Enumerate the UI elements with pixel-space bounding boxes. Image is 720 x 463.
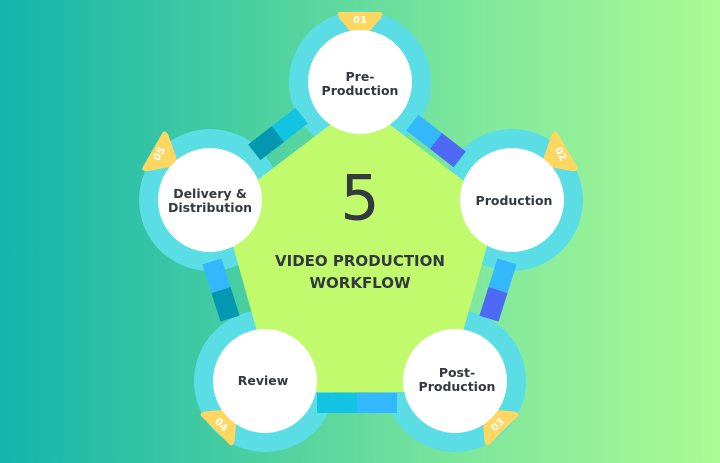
- node-step-5[interactable]: [158, 148, 262, 252]
- edge-segment: [488, 258, 517, 294]
- edge-segment: [317, 393, 357, 413]
- edge-segment: [211, 286, 240, 322]
- node-label-pre-production: Pre- Production: [310, 70, 410, 98]
- edge-segment: [479, 286, 508, 322]
- node-step-2[interactable]: [460, 148, 564, 252]
- badge-step-5: 05: [142, 131, 178, 172]
- badge-step-2: 02: [542, 131, 578, 172]
- edge-segment: [357, 393, 397, 413]
- edge-segment: [429, 133, 466, 168]
- svg-text:01: 01: [353, 15, 367, 26]
- center-title-line: VIDEO PRODUCTION: [275, 252, 445, 270]
- label-line: Review: [237, 373, 289, 388]
- edge-segment: [271, 107, 308, 142]
- badge-group: 01 02 03 04 05: [142, 12, 578, 446]
- node-step-3[interactable]: [403, 329, 507, 433]
- badge-step-1: 01: [337, 12, 383, 40]
- center-title-line: WORKFLOW: [309, 274, 411, 292]
- node-label-production: Production: [464, 194, 564, 208]
- label-line: Production: [321, 83, 399, 98]
- edge-segments: [202, 107, 517, 413]
- badge-step-4: 04: [200, 409, 237, 446]
- edge-segment: [202, 258, 231, 294]
- label-line: Production: [418, 379, 496, 394]
- label-line: Delivery &: [173, 186, 247, 201]
- label-line: Post-: [438, 365, 476, 380]
- node-label-post-production: Post- Production: [407, 366, 507, 394]
- center-number: 5: [340, 161, 380, 235]
- badge-step-3: 03: [482, 409, 519, 446]
- edge-segment: [248, 126, 285, 161]
- node-step-4[interactable]: [213, 329, 317, 433]
- node-label-review: Review: [213, 374, 313, 388]
- node-group: [158, 30, 564, 433]
- label-line: Production: [475, 193, 553, 208]
- edge-segment: [406, 114, 443, 149]
- label-line: Pre-: [345, 69, 375, 84]
- node-step-1[interactable]: [308, 30, 412, 134]
- node-label-delivery-distribution: Delivery & Distribution: [160, 187, 260, 215]
- label-line: Distribution: [167, 200, 253, 215]
- center-title: VIDEO PRODUCTION WORKFLOW: [240, 250, 480, 294]
- center-pentagon: [222, 102, 498, 392]
